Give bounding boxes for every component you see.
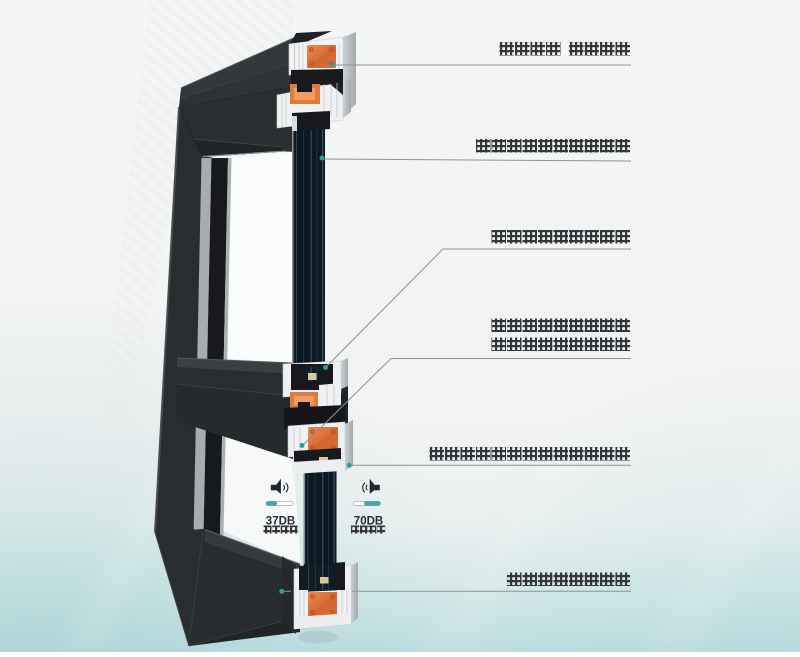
svg-text:37DB: 37DB <box>266 516 295 528</box>
svg-text:70DB: 70DB <box>354 516 383 528</box>
